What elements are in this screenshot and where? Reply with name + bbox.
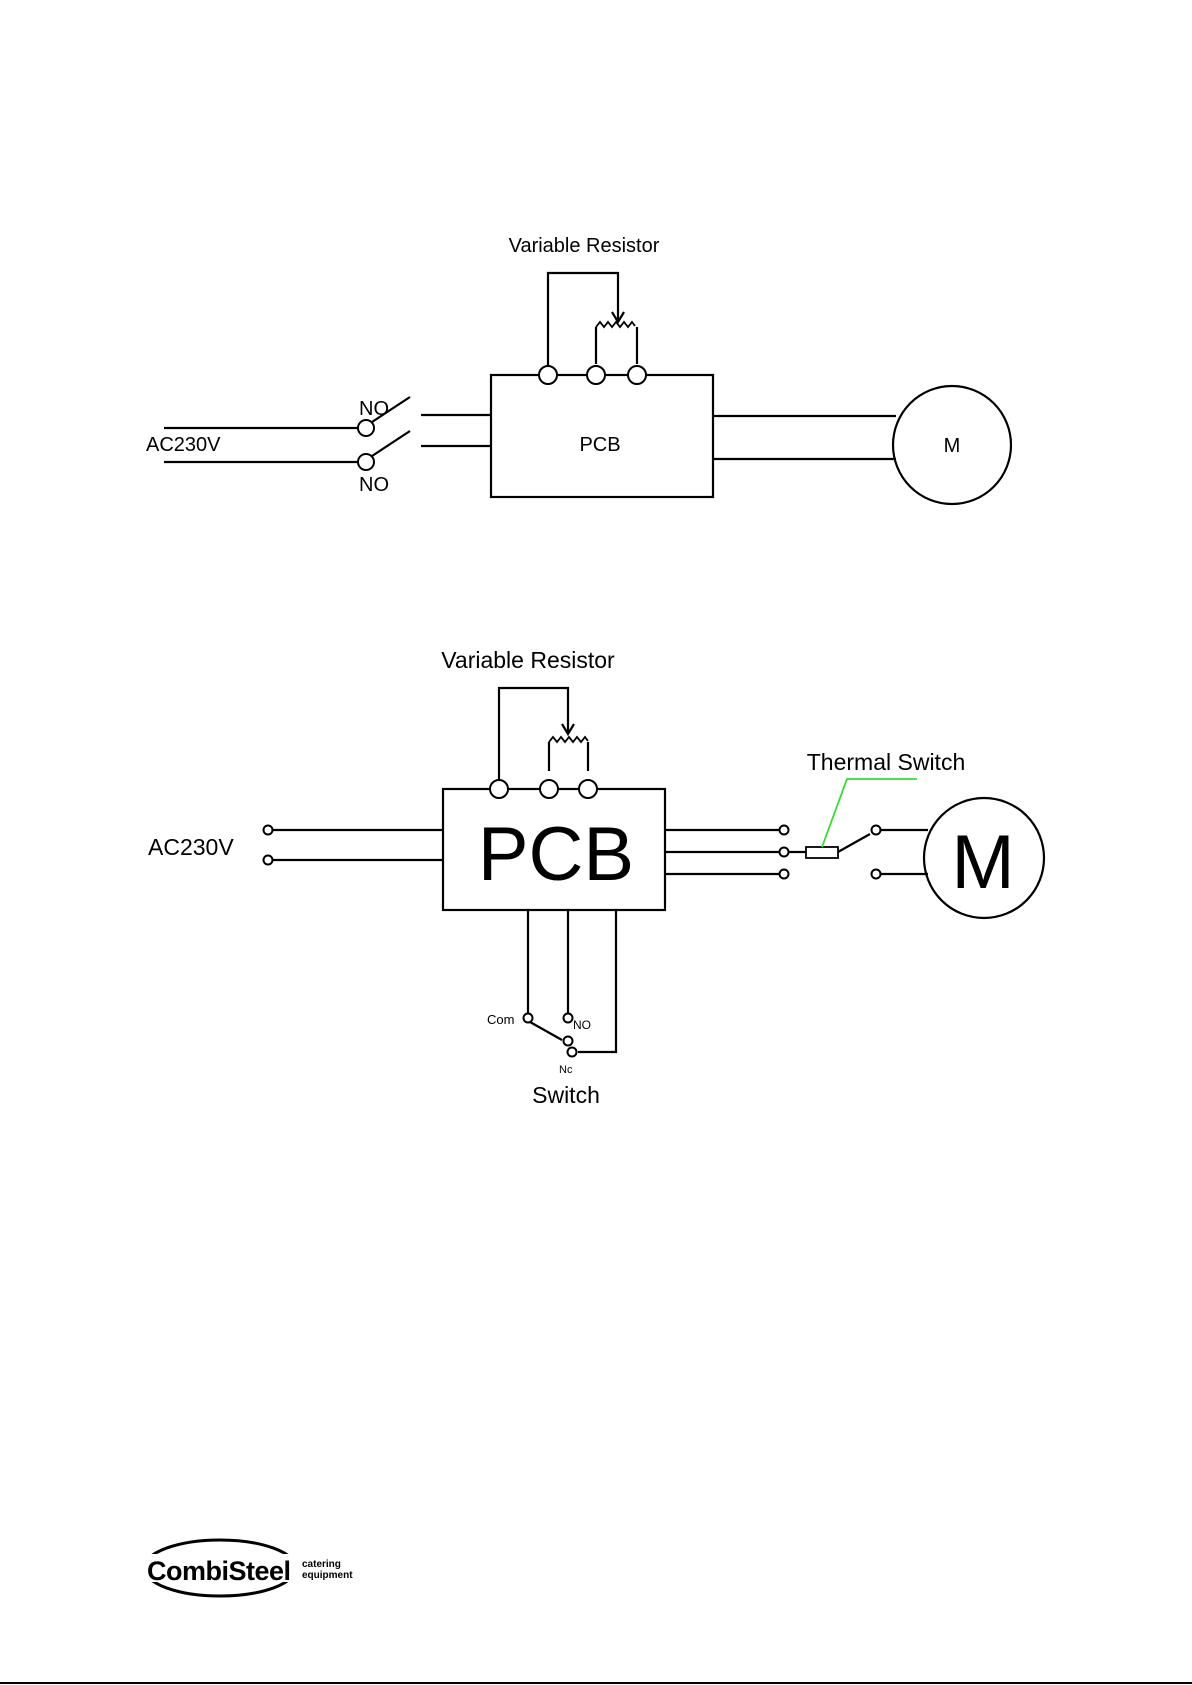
d2-thermal-in-2 — [780, 848, 789, 857]
footer-logo: CombiSteel catering equipment — [140, 1540, 353, 1596]
d1-pcb-input-wires — [421, 415, 491, 446]
d2-supply-terminal-2 — [264, 856, 273, 865]
d2-variable-resistor-label: Variable Resistor — [441, 647, 615, 673]
diagram-1: Variable Resistor PCB AC230V NO NO M — [146, 235, 1011, 504]
d1-motor-wires — [713, 416, 896, 459]
d2-motor-wires — [881, 830, 928, 874]
d2-thermal-in-3 — [780, 870, 789, 879]
d2-resistor-legs — [549, 742, 588, 771]
d2-switch-blade — [530, 1022, 562, 1040]
d1-resistor-legs — [596, 327, 637, 364]
d2-switch-nc-contact-b — [568, 1048, 577, 1057]
d2-thermal-switch-blade — [789, 834, 870, 852]
logo-tagline-1: catering — [302, 1559, 341, 1570]
d2-supply-label: AC230V — [148, 834, 234, 860]
d1-terminal-2 — [587, 366, 605, 384]
d2-thermal-out-2 — [872, 870, 881, 879]
d2-pcb-label: PCB — [478, 812, 634, 897]
d2-thermal-out-1 — [872, 826, 881, 835]
d2-nc-label: Nc — [559, 1064, 573, 1076]
diagram-2: Variable Resistor PCB AC230V Thermal Swi… — [148, 647, 1044, 1108]
d1-variable-resistor-label: Variable Resistor — [509, 235, 660, 257]
d2-resistor-zigzag-icon — [549, 737, 588, 742]
d2-thermal-in-1 — [780, 826, 789, 835]
d1-switch-top-label: NO — [359, 398, 389, 420]
d1-motor-label: M — [944, 435, 961, 457]
d1-switch-top-contact — [358, 420, 374, 436]
d2-supply-wires — [273, 830, 443, 860]
logo-text: CombiSteel — [147, 1556, 291, 1586]
d1-supply-label: AC230V — [146, 434, 221, 456]
d1-wiper-wire — [548, 273, 618, 376]
d2-switch-no-contact — [564, 1014, 573, 1023]
d1-pcb-label: PCB — [579, 434, 620, 456]
d1-terminal-1 — [539, 366, 557, 384]
d2-terminal-3 — [579, 780, 597, 798]
d1-terminal-3 — [628, 366, 646, 384]
d2-terminal-2 — [540, 780, 558, 798]
d2-thermal-element — [806, 847, 838, 858]
d2-switch-com-contact — [524, 1014, 533, 1023]
d2-motor-label: M — [951, 820, 1014, 905]
d2-no-label: NO — [573, 1018, 591, 1032]
d2-switch-wires — [528, 910, 616, 1052]
d2-thermal-pointer — [822, 779, 917, 847]
d2-switch-label: Switch — [532, 1082, 600, 1108]
d1-switch-bottom-label: NO — [359, 474, 389, 496]
d2-terminal-1 — [490, 780, 508, 798]
d2-switch-nc-contact-a — [564, 1037, 573, 1046]
d2-output-wires — [665, 830, 779, 874]
d2-supply-terminal-1 — [264, 826, 273, 835]
d2-wiper-wire — [499, 688, 568, 781]
logo-tagline-2: equipment — [302, 1570, 353, 1581]
d1-resistor-zigzag-icon — [596, 322, 635, 327]
d1-switch-bottom-contact — [358, 454, 374, 470]
d2-com-label: Com — [487, 1012, 514, 1027]
d2-thermal-switch-label: Thermal Switch — [807, 749, 965, 775]
